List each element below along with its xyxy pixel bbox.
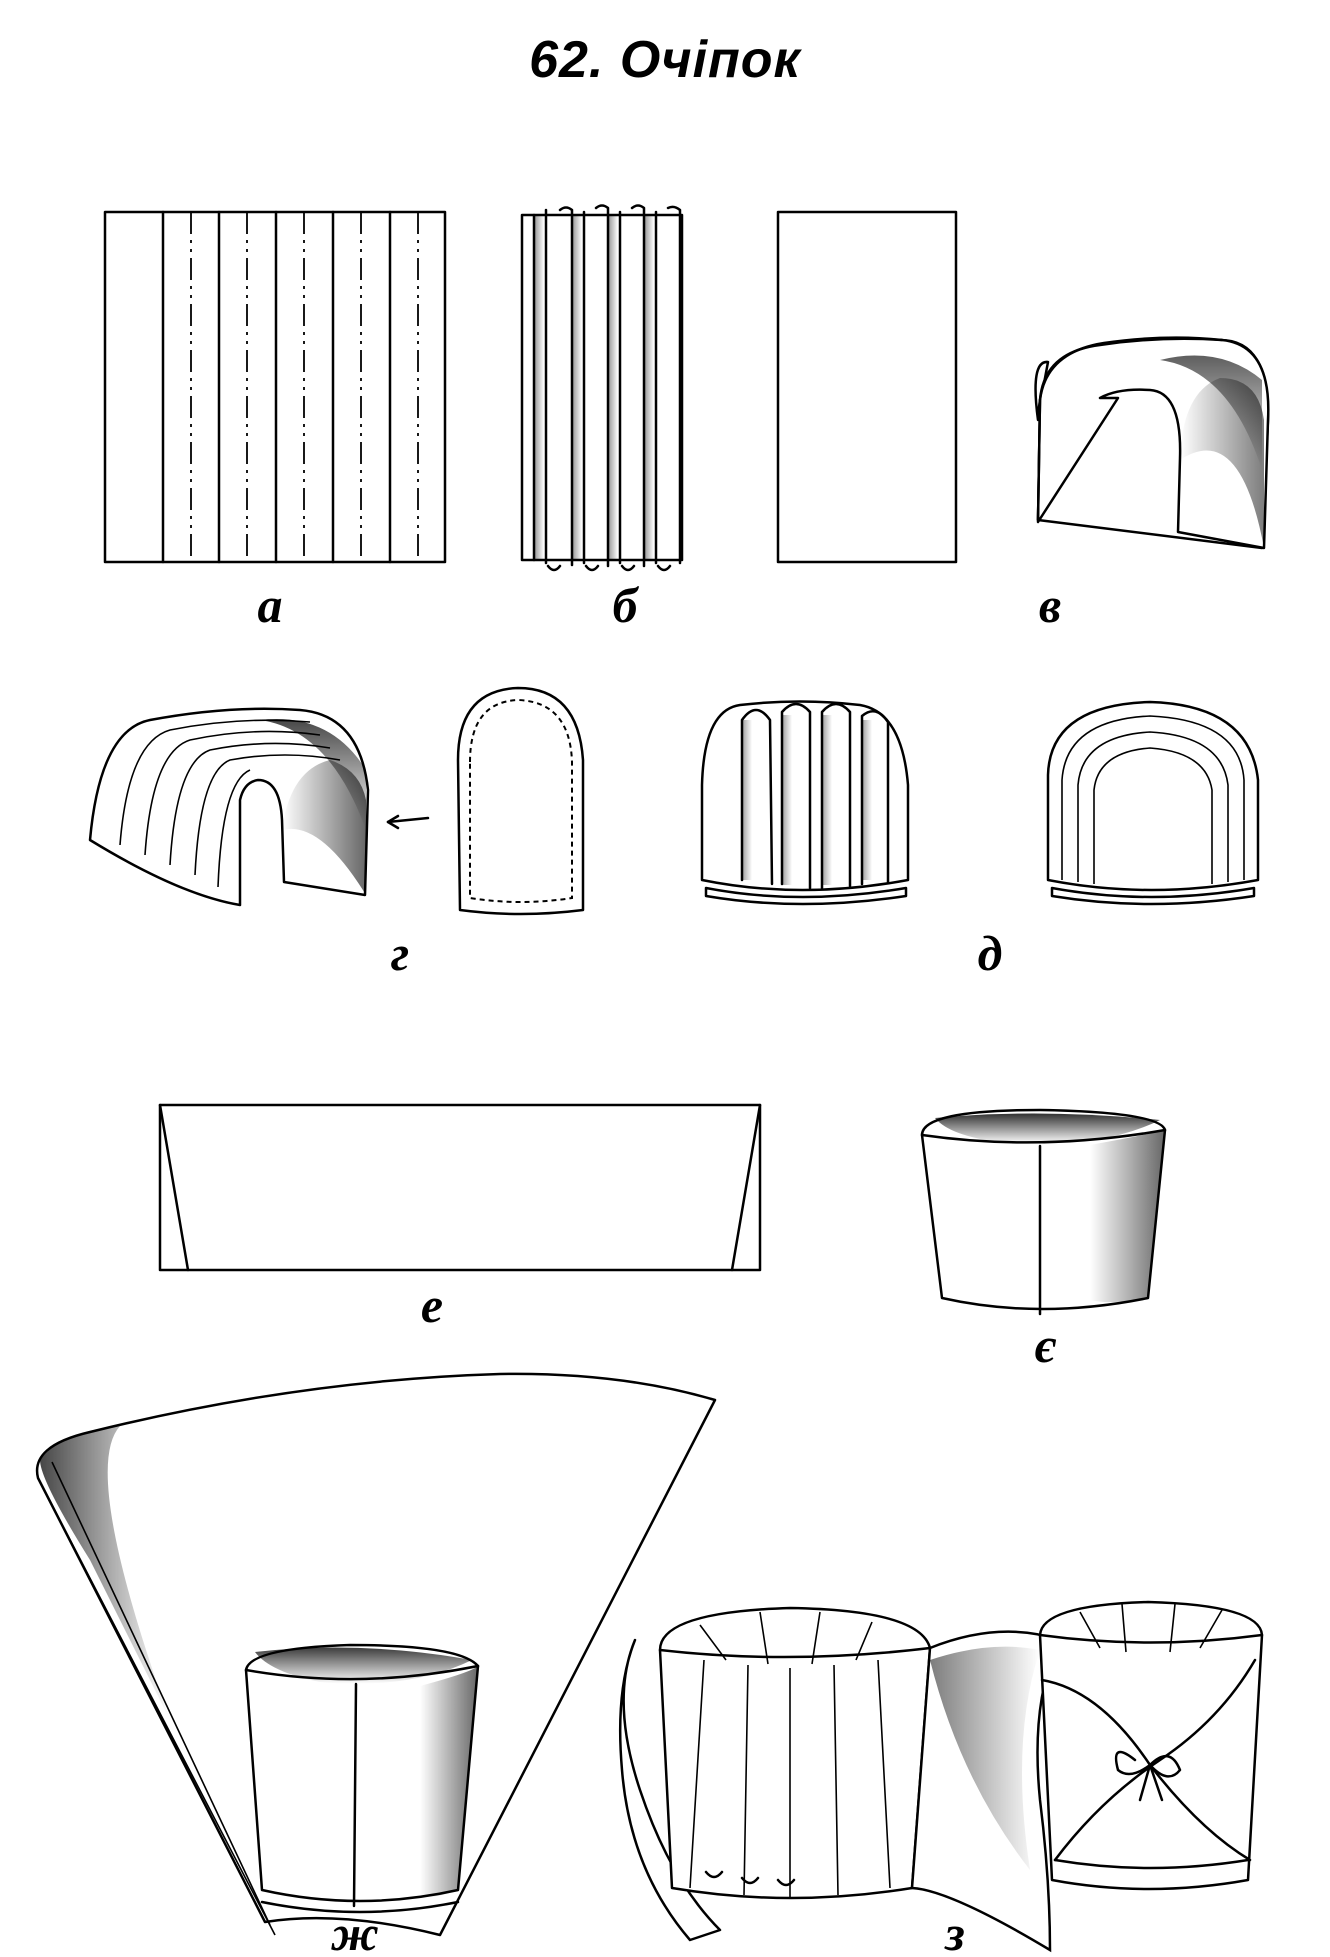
label-h: г [391, 925, 409, 981]
label-b: б [613, 577, 640, 633]
step-e-band [158, 1103, 762, 1272]
step-z-assembly [618, 1600, 1264, 1953]
label-zh: ж [330, 1905, 379, 1957]
step-ye-band-cylinder [920, 1108, 1167, 1316]
label-a: а [258, 577, 283, 633]
step-a-square [103, 210, 447, 564]
step-b-rectangle [776, 210, 958, 564]
label-ye: є [1035, 1317, 1057, 1373]
step-v-arch [1034, 336, 1270, 550]
step-h-arch-and-template [88, 686, 585, 916]
label-v: в [1039, 577, 1061, 633]
label-d: д [978, 925, 1003, 981]
step-d-crown [700, 700, 1260, 906]
page-title: 62. Очіпок [529, 31, 801, 89]
step-b-pleats [520, 204, 684, 572]
label-e: е [421, 1277, 443, 1333]
label-z: з [943, 1905, 965, 1957]
step-zh-fan [35, 1372, 717, 1937]
